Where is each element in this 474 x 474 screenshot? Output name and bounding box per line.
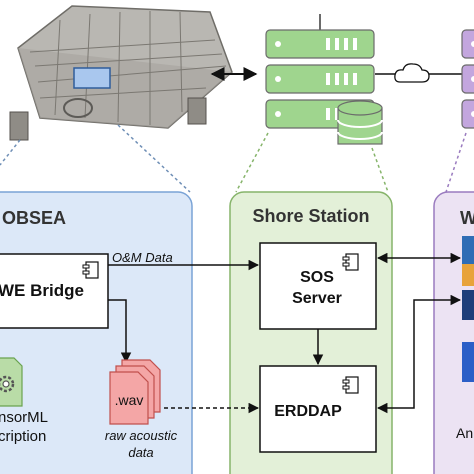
om-data-label: O&M Data [112,250,173,265]
server-led [275,76,281,82]
sos-label-line1: SOS [300,269,334,286]
component-icon [82,261,99,279]
platform-dotted-link [0,139,21,166]
server-slot [326,108,330,120]
server-slot [344,73,348,85]
server-slot [353,38,357,50]
server-slot [344,38,348,50]
right-server-stack-icon [461,29,474,129]
server-slot [326,73,330,85]
server-unit [461,29,474,59]
server-led [471,41,474,47]
sos-server-component: SOS Server [259,242,377,330]
platform-dotted-link-2 [117,124,191,193]
right-caption: An [456,425,473,441]
wav-caption-line1: raw acoustic [105,428,178,443]
obsea-platform-image [9,5,233,141]
swe-bridge-component: WE Bridge [0,253,109,329]
server-led [275,111,281,117]
wav-document-icon [109,359,161,425]
server-led [471,76,474,82]
shore-dotted-link-right [371,147,389,193]
erddap-right-arrow [376,294,462,414]
server-slot [326,38,330,50]
shore-dotted-link-left [235,132,269,193]
server-unit [265,29,375,59]
sensorml-line2: cription [0,428,46,445]
gear-icon [0,375,15,393]
sos-label-line2: Server [292,290,342,307]
server-slot [335,108,339,120]
cloud-icon [394,63,430,83]
sensorml-line1: nsorML [0,409,48,426]
right-dotted-link [445,132,467,193]
server-slot [335,38,339,50]
erddap-component: ERDDAP [259,365,377,453]
server-slot [335,73,339,85]
right-panel-title: W [460,208,474,228]
server-unit [265,64,375,94]
database-icon [337,100,383,145]
server-led [471,111,474,117]
component-icon [342,253,359,271]
shore-panel-title: Shore Station [252,206,369,226]
swe-bridge-label: WE Bridge [0,281,84,300]
right-logo-tiles [462,236,474,382]
server-unit [461,64,474,94]
wav-caption-line2: data [128,445,153,460]
erddap-label: ERDDAP [274,403,342,420]
bridge-to-wav-path [108,299,132,364]
shore-server-stack-icon [265,14,383,145]
server-slot [353,73,357,85]
server-unit [461,99,474,129]
obsea-panel-title: OBSEA [2,208,66,228]
component-icon [342,376,359,394]
server-led [275,41,281,47]
sensorml-document-icon [0,357,23,407]
wav-extension: .wav [115,392,144,408]
